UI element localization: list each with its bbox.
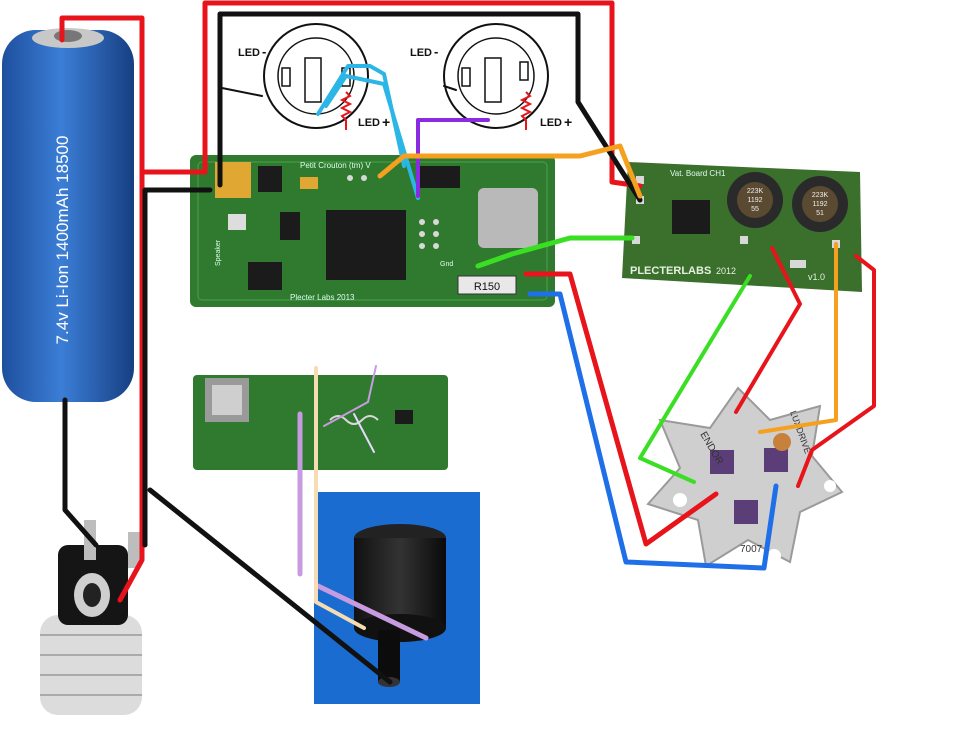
wire-red-to-jack <box>117 169 145 603</box>
inductor-2-text: 51 <box>816 210 824 217</box>
wire-green-to-led <box>638 274 752 484</box>
wires <box>59 0 876 685</box>
driver-board: 223K 1192 55 223K 1192 51 Vat. Board CH1… <box>622 162 862 292</box>
wire-black-battery-negative <box>62 397 99 548</box>
wire-orange-to-led <box>758 242 838 434</box>
inductor-2-text: 1192 <box>812 201 827 208</box>
switch-1: LED - LED + <box>238 23 390 130</box>
potentiometer-shaft <box>378 630 400 682</box>
wire-red-board-to-led <box>523 271 719 547</box>
driver-board-title: Vat. Board CH1 <box>670 169 726 178</box>
inductor-block <box>478 188 538 248</box>
svg-text:+: + <box>382 114 390 130</box>
switch-2-led-minus: LED <box>410 47 432 59</box>
led-die <box>710 450 734 474</box>
wire-red-to-driver <box>195 0 615 185</box>
driver-year: 2012 <box>716 266 736 276</box>
sound-board-brand: Plecter Labs 2013 <box>290 293 355 302</box>
wire-purple-switch-2 <box>416 118 490 198</box>
jack-tab-2 <box>128 532 140 568</box>
led-star-hole <box>673 493 687 507</box>
wire-black-to-driver <box>217 11 643 203</box>
wire-thin-white <box>353 413 375 453</box>
switch-2-resistor <box>519 91 533 130</box>
inductor-1-text: 223K <box>747 188 764 195</box>
wire-blue-board-to-led <box>527 291 779 571</box>
wire-green-board-to-driver <box>475 235 635 269</box>
smd-resistor <box>228 214 246 230</box>
solder-pads <box>347 175 439 249</box>
sd-board-trace <box>329 415 379 425</box>
switch-1-led-minus: LED <box>238 47 260 59</box>
switch-2-actuator <box>484 57 502 103</box>
amplifier-chip <box>248 262 282 290</box>
wire-black-jack-to-board <box>142 187 213 548</box>
sound-board: R150 Petit Crouton (tm) V Plecter Labs 2… <box>190 155 555 307</box>
wire-red-battery-positive <box>59 15 201 175</box>
switch-2-outer <box>443 23 549 129</box>
switch-1-resistor <box>339 91 353 130</box>
led-star-hole <box>712 396 724 408</box>
switch-1-led-plus: LED <box>358 117 380 129</box>
jack-thread <box>40 615 142 715</box>
switch-2-led-plus: LED <box>540 117 562 129</box>
wire-cream-potentiometer <box>314 366 366 630</box>
shunt-resistor <box>457 275 517 295</box>
wire-cyan-switch-1b <box>324 74 420 200</box>
switch-1-outer <box>263 23 369 129</box>
wire-black-switch-1 <box>221 87 263 97</box>
sound-board-outline <box>197 161 548 301</box>
wire-black-to-potentiometer <box>147 487 393 685</box>
smd-component <box>300 177 318 189</box>
sound-board-title: Petit Crouton (tm) V <box>300 161 371 170</box>
wire-black-switch-2 <box>443 85 457 91</box>
regulator-chip <box>280 212 300 240</box>
wire-lavender-potentiometer <box>315 583 429 641</box>
led-star-bottom-text: 7007 <box>740 544 763 555</box>
power-jack <box>40 520 142 715</box>
inductor-1-text: 1192 <box>747 197 762 204</box>
switch-2: LED - LED + <box>410 23 572 130</box>
resistor-label: R150 <box>474 281 500 293</box>
mcu-chip <box>326 210 406 280</box>
svg-text:+: + <box>564 114 572 130</box>
driver-chip <box>672 200 710 234</box>
wire-red-driver-to-led <box>734 246 802 414</box>
wire-orange-to-driver <box>377 143 643 199</box>
transistor <box>258 166 282 192</box>
led-star: ENDOR LUXDRIVE 7007 <box>646 386 844 568</box>
led-star-board <box>646 386 844 568</box>
switch-2-inner <box>457 37 535 115</box>
battery-positive-terminal <box>54 30 82 42</box>
battery-body <box>2 30 134 402</box>
sd-card-board <box>193 375 448 470</box>
chip-top-right <box>420 166 460 188</box>
driver-version: v1.0 <box>808 272 825 282</box>
led-star-hole <box>767 549 781 563</box>
battery: 7.4v Li-Ion 1400mAh 18500 <box>2 28 134 402</box>
led-amber-die <box>773 433 791 451</box>
inductor-1-text: 55 <box>751 206 759 213</box>
battery-label: 7.4v Li-Ion 1400mAh 18500 <box>53 136 72 345</box>
svg-text:-: - <box>262 44 266 59</box>
gnd-label: Gnd <box>440 261 453 268</box>
sd-board-pcb <box>193 375 448 470</box>
svg-text:-: - <box>434 44 438 59</box>
led-die <box>734 500 758 524</box>
speaker-label: Speaker <box>215 239 222 266</box>
led-die <box>764 448 788 472</box>
sd-board-chip <box>395 410 413 424</box>
switch-1-actuator <box>304 57 322 103</box>
wire-thin-lavender <box>323 365 377 427</box>
wire-red-driver-to-led-2 <box>796 254 876 488</box>
inductor-2-text: 223K <box>812 192 829 199</box>
driver-brand: PLECTERLABS <box>630 265 711 277</box>
led-star-hole <box>824 480 836 492</box>
